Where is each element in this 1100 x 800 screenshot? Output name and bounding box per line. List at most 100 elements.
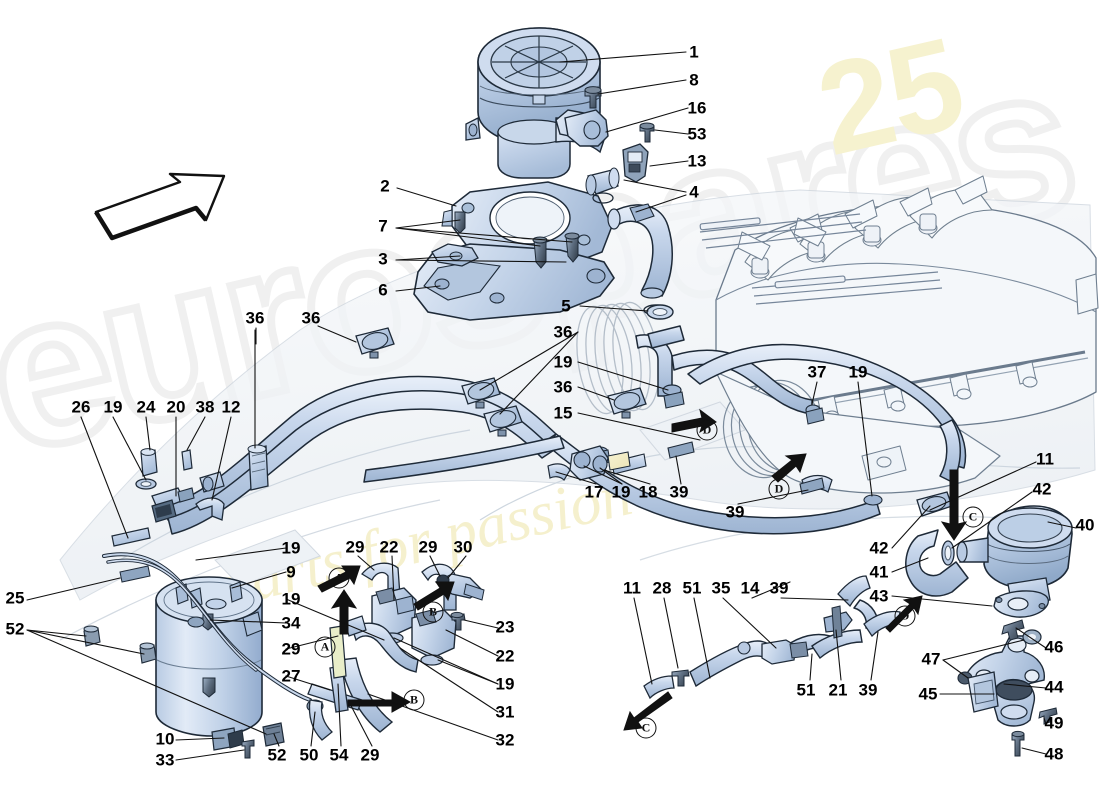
callout-number-23: 23 xyxy=(495,617,515,637)
callout-number-16: 16 xyxy=(687,98,707,118)
seal-ring-42 xyxy=(941,540,955,566)
callout-number-4: 4 xyxy=(689,182,699,202)
callout-number-2: 2 xyxy=(380,176,390,196)
callout-number-22: 22 xyxy=(495,646,515,666)
callout-number-1: 1 xyxy=(689,42,699,62)
callout-number-6: 6 xyxy=(378,280,388,300)
pipe-group-center-bottom xyxy=(643,575,901,700)
callout-number-45: 45 xyxy=(918,684,938,704)
callout-number-39: 39 xyxy=(858,680,878,700)
connector-group-17-19-18 xyxy=(547,445,631,481)
callout-number-19: 19 xyxy=(611,482,631,502)
callout-number-43: 43 xyxy=(869,586,889,606)
callout-number-44: 44 xyxy=(1044,677,1064,697)
callout-number-9: 9 xyxy=(286,562,296,582)
fastener-10-33 xyxy=(227,729,255,759)
callout-number-19: 19 xyxy=(103,397,123,417)
section-marker-a: A xyxy=(314,636,336,658)
callout-number-47: 47 xyxy=(921,649,941,669)
callout-number-42: 42 xyxy=(869,538,889,558)
callout-number-36: 36 xyxy=(245,308,265,328)
pump-mounting-bracket-16 xyxy=(564,109,609,147)
callout-number-20: 20 xyxy=(166,397,186,417)
callout-number-52: 52 xyxy=(267,745,287,765)
callout-number-27: 27 xyxy=(281,666,301,686)
callout-number-40: 40 xyxy=(1075,515,1095,535)
callout-number-22: 22 xyxy=(379,537,399,557)
air-valve-40 xyxy=(956,505,1073,607)
callout-number-21: 21 xyxy=(828,680,848,700)
callout-number-36: 36 xyxy=(301,308,321,328)
section-marker-d: D xyxy=(894,605,916,627)
gasket-43 xyxy=(993,590,1049,618)
clips-52 xyxy=(83,625,285,747)
callout-number-39: 39 xyxy=(725,502,745,522)
callout-number-19: 19 xyxy=(848,362,868,382)
callout-number-34: 34 xyxy=(281,613,301,633)
callout-number-38: 38 xyxy=(195,397,215,417)
bolt-7-c xyxy=(454,211,466,234)
hose-network xyxy=(163,325,969,657)
section-marker-c: C xyxy=(635,717,657,739)
callout-number-48: 48 xyxy=(1044,744,1064,764)
callout-number-26: 26 xyxy=(71,397,91,417)
callout-number-32: 32 xyxy=(495,730,515,750)
callout-number-18: 18 xyxy=(638,482,658,502)
leader-lines xyxy=(26,51,1077,761)
callout-number-51: 51 xyxy=(796,680,816,700)
intake-manifold-assembly xyxy=(699,175,1099,494)
callout-number-17: 17 xyxy=(584,482,604,502)
callout-number-10: 10 xyxy=(155,729,175,749)
valve-45 xyxy=(967,671,1036,727)
callout-number-52: 52 xyxy=(5,619,25,639)
callout-number-12: 12 xyxy=(221,397,241,417)
callout-number-7: 7 xyxy=(378,216,388,236)
callout-number-29: 29 xyxy=(345,537,365,557)
callout-number-11: 11 xyxy=(623,578,641,598)
vent-pipe-25 xyxy=(102,552,312,702)
small-parts-left xyxy=(111,444,269,547)
callout-number-29: 29 xyxy=(281,639,301,659)
callout-number-29: 29 xyxy=(418,537,438,557)
callout-number-42: 42 xyxy=(1032,479,1052,499)
callout-number-41: 41 xyxy=(869,562,889,582)
callout-number-49: 49 xyxy=(1044,713,1064,733)
bolt-46 xyxy=(1001,619,1025,641)
callout-number-14: 14 xyxy=(740,578,760,598)
seal-ring-5 xyxy=(646,304,674,320)
callout-number-8: 8 xyxy=(689,70,699,90)
section-marker-c: C xyxy=(962,506,984,528)
callout-number-19: 19 xyxy=(553,352,573,372)
callout-number-28: 28 xyxy=(652,578,672,598)
callout-number-50: 50 xyxy=(299,745,319,765)
section-marker-b: B xyxy=(403,689,425,711)
callout-number-36: 36 xyxy=(553,322,573,342)
callout-number-19: 19 xyxy=(281,589,301,609)
hose-clamps-36 xyxy=(355,327,647,437)
callout-number-3: 3 xyxy=(378,249,388,269)
callout-number-30: 30 xyxy=(453,537,473,557)
callout-number-24: 24 xyxy=(136,397,156,417)
callout-number-53: 53 xyxy=(687,124,707,144)
callout-number-39: 39 xyxy=(769,578,789,598)
callout-number-29: 29 xyxy=(360,745,380,765)
section-marker-b: B xyxy=(422,601,444,623)
air-hose-4 xyxy=(585,167,620,204)
sensor-13 xyxy=(622,143,649,183)
callout-number-11: 11 xyxy=(1036,449,1054,469)
callout-number-5: 5 xyxy=(561,296,571,316)
bolt-53 xyxy=(639,122,655,143)
front-direction-arrow xyxy=(94,172,226,241)
section-marker-a: A xyxy=(328,567,350,589)
bolt-49 xyxy=(1038,707,1058,725)
callout-number-35: 35 xyxy=(711,578,731,598)
bolt-8 xyxy=(584,86,602,109)
callout-number-19: 19 xyxy=(281,538,301,558)
callout-number-33: 33 xyxy=(155,750,175,770)
callout-number-39: 39 xyxy=(669,482,689,502)
section-marker-d: D xyxy=(768,478,790,500)
callout-number-31: 31 xyxy=(495,702,515,722)
section-marker-d: D xyxy=(696,419,718,441)
callout-number-19: 19 xyxy=(495,674,515,694)
callout-number-51: 51 xyxy=(682,578,702,598)
